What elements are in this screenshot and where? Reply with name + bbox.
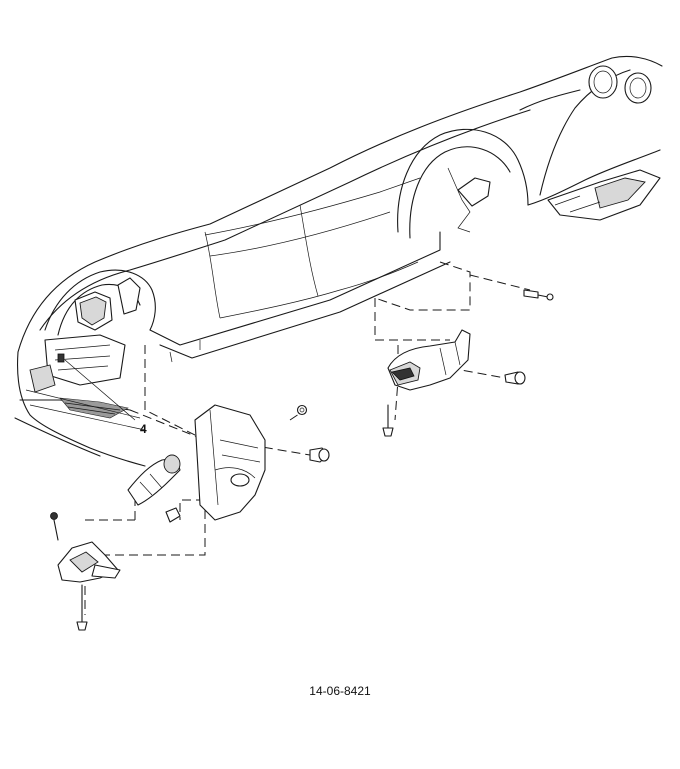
bolt-front-right [309, 447, 330, 463]
screw-front-bottom [76, 584, 88, 631]
screw-rear-upper [523, 289, 554, 301]
screw-rear-lower [382, 404, 394, 437]
figure-number: 14-06-8421 [309, 684, 371, 698]
callout-4: 4 [140, 422, 147, 436]
screw-front-lower-left [50, 512, 59, 541]
rear-air-deflector-assembly [374, 261, 554, 437]
bolt-rear-right [504, 371, 526, 385]
car-body [14, 55, 663, 467]
front-air-deflector-assembly [50, 345, 330, 631]
screw-front-upper [296, 404, 308, 416]
